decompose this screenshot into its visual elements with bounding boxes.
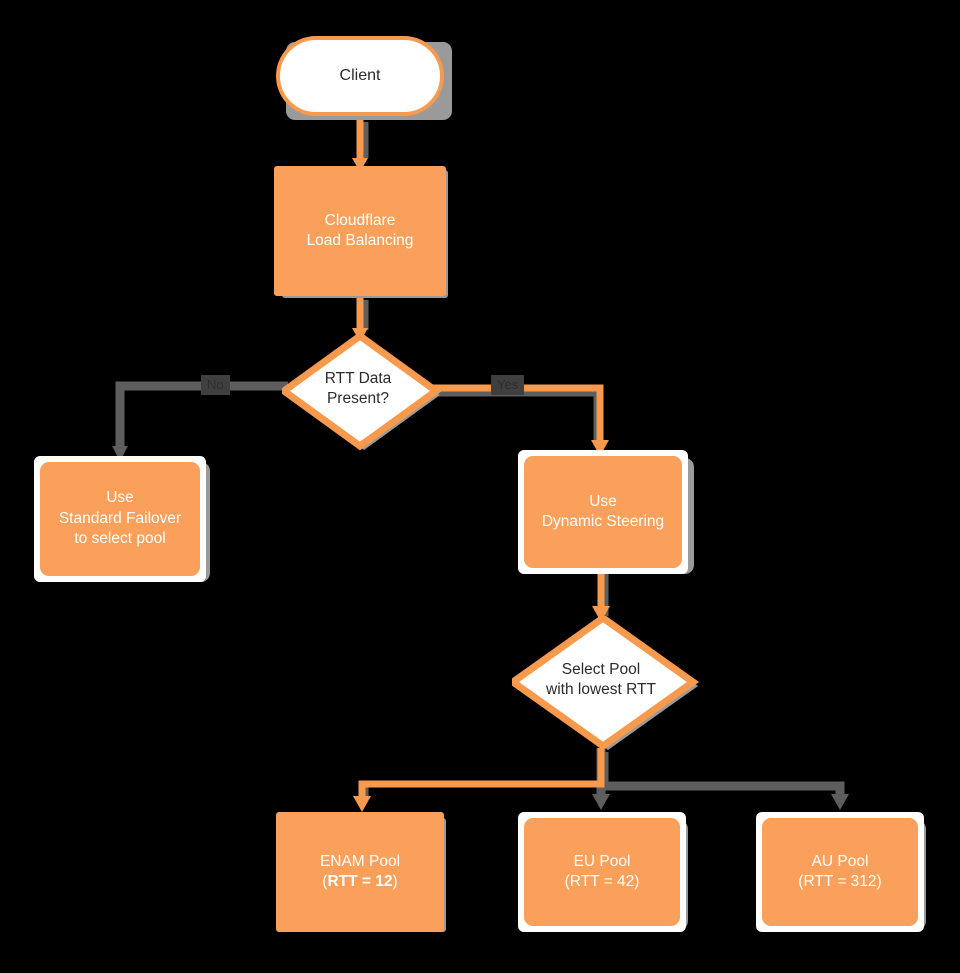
node-enam-pool[interactable]: ENAM Pool (RTT = 12) bbox=[276, 812, 444, 932]
standard-failover-line-1: Use bbox=[106, 489, 134, 507]
edge-steering-to-select bbox=[592, 570, 610, 622]
standard-failover-line-3: to select pool bbox=[74, 530, 166, 548]
edge-label-no: No bbox=[201, 375, 230, 396]
node-eu-pool[interactable]: EU Pool (RTT = 42) bbox=[518, 812, 686, 932]
eu-pool-line-2: (RTT = 42) bbox=[564, 873, 640, 890]
dynamic-steering-line-1: Use bbox=[589, 492, 617, 510]
select-pool-diamond-shape bbox=[512, 616, 700, 751]
rtt-diamond-shape bbox=[282, 334, 442, 451]
eu-pool-line-1: EU Pool bbox=[573, 852, 631, 870]
au-pool-body: AU Pool (RTT = 312) bbox=[762, 818, 918, 926]
dynamic-steering-body: Use Dynamic Steering bbox=[524, 456, 682, 568]
au-pool-line-2: (RTT = 312) bbox=[798, 873, 882, 890]
node-au-pool[interactable]: AU Pool (RTT = 312) bbox=[756, 812, 924, 932]
node-load-balancing[interactable]: Cloudflare Load Balancing bbox=[274, 166, 446, 296]
dynamic-steering-line-2: Dynamic Steering bbox=[541, 513, 665, 530]
eu-pool-body: EU Pool (RTT = 42) bbox=[524, 818, 680, 926]
edge-rtt-no-to-failover bbox=[112, 381, 288, 461]
edge-select-to-au bbox=[601, 781, 849, 810]
standard-failover-line-2: Standard Failover bbox=[58, 509, 182, 527]
edge-client-to-lb bbox=[352, 120, 368, 172]
node-dynamic-steering[interactable]: Use Dynamic Steering bbox=[518, 450, 688, 574]
enam-pool-line-1: ENAM Pool bbox=[319, 852, 401, 870]
au-pool-line-1: AU Pool bbox=[811, 852, 869, 870]
load-balancing-line-2: Load Balancing bbox=[306, 232, 414, 249]
enam-pool-rtt-open: ( bbox=[322, 873, 328, 890]
node-standard-failover[interactable]: Use Standard Failover to select pool bbox=[34, 456, 206, 582]
node-select-pool[interactable]: Select Pool with lowest RTT bbox=[512, 616, 700, 752]
node-client[interactable]: Client bbox=[276, 36, 444, 116]
enam-pool-rtt-close: ) bbox=[392, 873, 398, 890]
edge-label-yes: Yes bbox=[491, 375, 525, 396]
edge-select-to-enam bbox=[353, 748, 605, 812]
load-balancing-line-1: Cloudflare bbox=[324, 211, 396, 229]
node-client-label: Client bbox=[339, 67, 381, 85]
edge-rtt-yes-to-steering bbox=[432, 384, 609, 456]
node-rtt-data-present[interactable]: RTT Data Present? bbox=[282, 334, 442, 452]
standard-failover-body: Use Standard Failover to select pool bbox=[40, 462, 200, 576]
enam-pool-rtt: (RTT = 12) bbox=[322, 872, 397, 892]
enam-pool-rtt-value: RTT = 12 bbox=[327, 873, 393, 890]
